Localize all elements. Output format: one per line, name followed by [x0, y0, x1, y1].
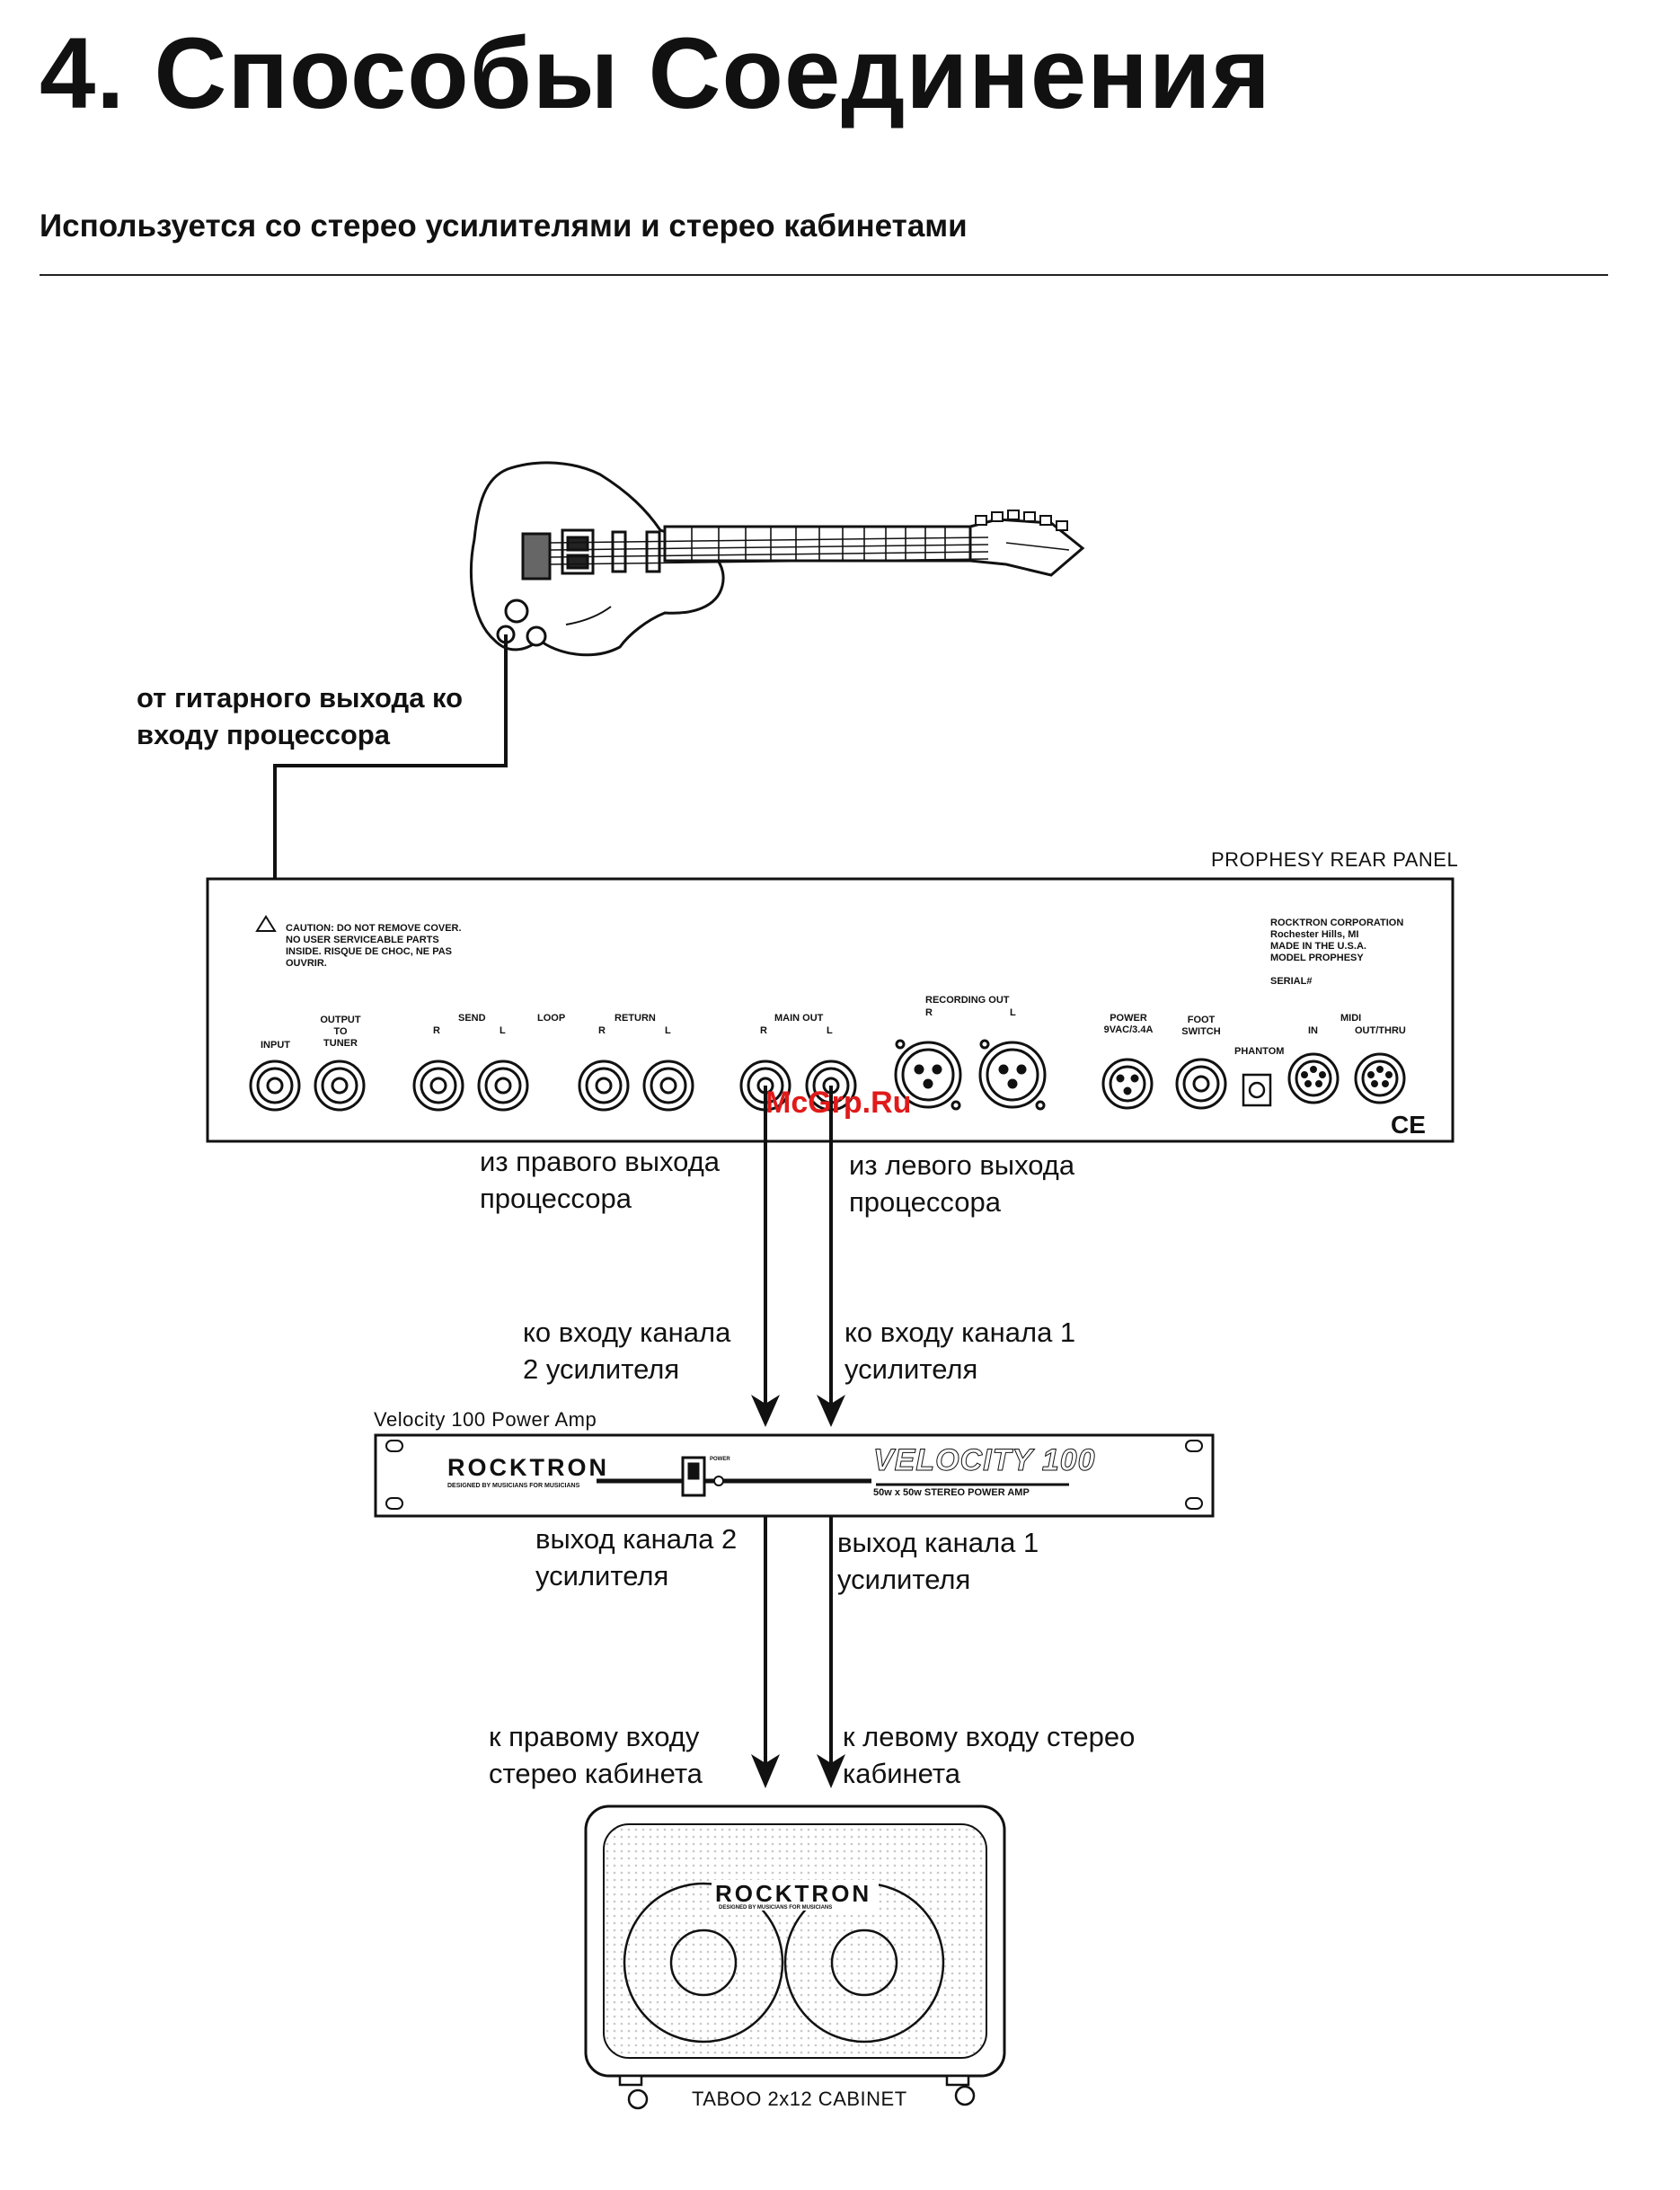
warning-triangle-icon — [255, 915, 277, 932]
amp-brand-sub: DESIGNED BY MUSICIANS FOR MUSICIANS — [447, 1483, 580, 1489]
tone-knob — [526, 625, 547, 647]
power-din-jack — [1101, 1058, 1154, 1110]
label-guitar-to-input: от гитарного выхода ко входу процессора — [137, 682, 464, 750]
ce-mark-icon: CE — [1391, 1111, 1426, 1139]
amp-caption: Velocity 100 Power Amp — [374, 1408, 597, 1431]
phantom-label: PHANTOM — [1234, 1046, 1285, 1057]
amp-power-label: POWER — [710, 1457, 730, 1462]
return-l-jack — [642, 1060, 694, 1112]
taboo-2x12-cabinet — [584, 1804, 1006, 2110]
input-jack-label: INPUT — [261, 1040, 290, 1051]
return-r-label: R — [598, 1025, 606, 1036]
tuner-out-jack — [314, 1060, 366, 1112]
tuning-pegs — [975, 510, 1068, 531]
guitar-body — [470, 461, 725, 657]
midi-thru-label: OUT/THRU — [1355, 1025, 1406, 1036]
recording-out-xlr-r — [894, 1039, 962, 1111]
label-ch1-output: выход канала 1 усилителя — [837, 1527, 1039, 1595]
amp-model-sub: 50w x 50w STEREO POWER AMP — [873, 1487, 1030, 1498]
page-title: 4. Способы Соединения — [40, 17, 1271, 129]
label-from-right-out: из правого выхода процессора — [480, 1146, 721, 1214]
cabinet-caption: TABOO 2x12 CABINET — [692, 2088, 907, 2110]
power-label: POWER 9VAC/3.4A — [1103, 1013, 1154, 1035]
caster-wheels — [618, 2074, 976, 2110]
cabinet-brand-sub: DESIGNED BY MUSICIANS FOR MUSICIANS — [719, 1905, 833, 1911]
footswitch-jack — [1175, 1058, 1227, 1110]
velocity-100-power-amp — [374, 1433, 1215, 1518]
electric-guitar — [470, 461, 1085, 657]
label-to-ch2-input: ко входу канала 2 усилителя — [523, 1317, 731, 1385]
main-out-l-label: L — [827, 1025, 833, 1036]
return-r-jack — [578, 1060, 630, 1112]
send-r-label: R — [433, 1025, 440, 1036]
watermark: McGrp.Ru — [765, 1086, 912, 1120]
rear-panel-caption: PROPHESY REAR PANEL — [1211, 848, 1459, 871]
amp-brand-logo: ROCKTRON — [447, 1454, 609, 1481]
cabinet-brand-logo: ROCKTRON — [715, 1880, 872, 1907]
main-out-r-label: R — [760, 1025, 767, 1036]
midi-label: MIDI — [1340, 1013, 1362, 1024]
header-divider — [40, 274, 1608, 276]
footswitch-label: FOOT SWITCH — [1181, 1015, 1221, 1037]
send-l-label: L — [500, 1025, 506, 1036]
recording-l-label: L — [1010, 1007, 1016, 1018]
volume-knob — [504, 598, 529, 624]
midi-thru-jack — [1354, 1052, 1406, 1104]
send-r-jack — [412, 1060, 464, 1112]
label-ch2-output: выход канала 2 усилителя — [535, 1523, 738, 1592]
caution-text: CAUTION: DO NOT REMOVE COVER. NO USER SE… — [286, 923, 462, 969]
recording-out-xlr-l — [978, 1039, 1047, 1111]
guitar-headstock — [968, 518, 1085, 577]
label-from-left-out: из левого выхода процессора — [849, 1149, 1075, 1218]
recording-out-label: RECORDING OUT — [925, 995, 1010, 1006]
label-to-left-cab: к левому входу стерео кабинета — [843, 1721, 1136, 1789]
recording-r-label: R — [925, 1007, 933, 1018]
return-l-label: L — [665, 1025, 671, 1036]
phantom-jack — [1242, 1073, 1272, 1107]
midi-in-label: IN — [1308, 1025, 1318, 1036]
label-to-ch1-input: ко входу канала 1 усилителя — [844, 1317, 1076, 1385]
midi-in-jack — [1287, 1052, 1340, 1104]
loop-label: LOOP — [537, 1013, 566, 1024]
page-subtitle: Используется со стерео усилителями и сте… — [40, 208, 968, 244]
main-out-label: MAIN OUT — [774, 1013, 824, 1024]
send-l-jack — [477, 1060, 529, 1112]
amp-model-logo: VELOCITY 100 — [873, 1443, 1096, 1478]
speaker-grille — [603, 1823, 987, 2059]
corp-info: ROCKTRON CORPORATION Rochester Hills, MI… — [1270, 918, 1404, 987]
guitar-bridge — [521, 532, 552, 581]
single-coil-pickup-2 — [645, 530, 661, 573]
input-jack — [249, 1060, 301, 1112]
speaker-left — [623, 1882, 784, 2044]
single-coil-pickup-1 — [611, 530, 627, 573]
label-to-right-cab: к правому входу стерео кабинета — [489, 1721, 703, 1789]
return-label: RETURN — [615, 1013, 656, 1024]
send-label: SEND — [458, 1013, 486, 1024]
tuner-jack-label: OUTPUT TO TUNER — [320, 1015, 361, 1049]
